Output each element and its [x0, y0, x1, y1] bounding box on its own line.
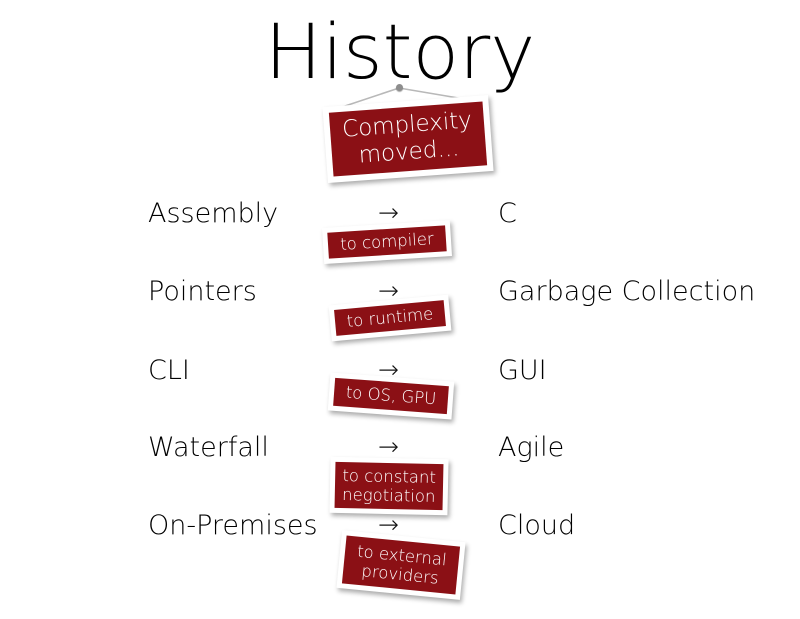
row-1-to: C	[498, 198, 517, 229]
sign-plate: to OS, GPU	[333, 377, 449, 415]
caption-sign-to-os-gpu: to OS, GPU	[327, 372, 455, 420]
row-5-to: Cloud	[498, 510, 576, 541]
complexity-moved-sign: Complexity moved...	[322, 95, 494, 183]
caption-line-1: to constant	[342, 465, 437, 487]
row-3-from: CLI	[148, 355, 190, 386]
row-4-to: Agile	[498, 432, 565, 463]
caption-sign-to-runtime: to runtime	[328, 294, 452, 342]
caption-sign-to-constant-negotiation: to constant negotiation	[329, 456, 449, 516]
caption-line-1: to OS, GPU	[345, 382, 437, 409]
right-arrow-icon: →	[378, 276, 399, 305]
caption-sign-to-compiler: to compiler	[321, 220, 453, 264]
row-4-from: Waterfall	[148, 432, 269, 463]
page-title: History	[264, 7, 536, 96]
sign-plate: Complexity moved...	[328, 101, 488, 177]
caption-sign-to-external-providers: to external providers	[336, 530, 466, 600]
caption-line-1: to compiler	[339, 229, 435, 255]
row-3-to: GUI	[498, 355, 547, 386]
row-2-to: Garbage Collection	[498, 276, 756, 307]
sign-plate: to constant negotiation	[334, 461, 444, 511]
caption-line-1: to runtime	[345, 304, 435, 332]
sign-plate: to compiler	[327, 225, 447, 259]
row-2-from: Pointers	[148, 276, 257, 307]
sign-plate: to external providers	[341, 535, 461, 595]
sign-plate: to runtime	[334, 300, 446, 336]
nail-icon	[396, 84, 403, 91]
right-arrow-icon: →	[378, 510, 399, 539]
row-1-from: Assembly	[148, 198, 279, 229]
right-arrow-icon: →	[378, 432, 399, 461]
caption-line-2: negotiation	[341, 485, 436, 506]
right-arrow-icon: →	[378, 198, 399, 227]
row-5-from: On-Premises	[148, 510, 318, 541]
